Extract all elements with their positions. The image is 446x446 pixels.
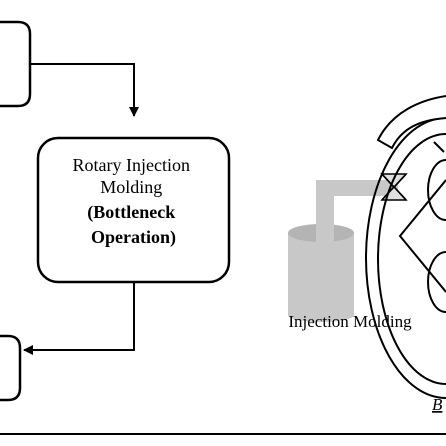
rotary-outer-circle [365, 117, 446, 399]
rotary-hook [376, 95, 446, 150]
rotary-inner-circle [377, 133, 446, 385]
cylinder-bottom [288, 308, 354, 322]
mold-cavity-lower [427, 251, 446, 313]
process-label-line2: Molding [100, 177, 162, 197]
feed-pipe [316, 180, 398, 262]
process-label-line1: Rotary Injection [73, 155, 190, 175]
mold-cavity-upper [427, 159, 446, 221]
downstream-box [0, 334, 22, 402]
rotary-spokes [398, 179, 446, 293]
flow-arrow-out [23, 282, 135, 355]
process-label-line4: Operation) [91, 227, 176, 248]
process-label-line3: (Bottleneck [87, 202, 175, 223]
injection-machine [288, 173, 408, 322]
rotary-table [365, 95, 446, 399]
flow-arrow-in [30, 63, 139, 117]
svg-text:Rotary Injection Molding: Rotary Injection Molding (Bottleneck Ope… [73, 155, 195, 248]
partial-label: B [432, 395, 443, 414]
machine-caption: Injection Molding [288, 312, 412, 331]
upstream-box [0, 20, 32, 108]
